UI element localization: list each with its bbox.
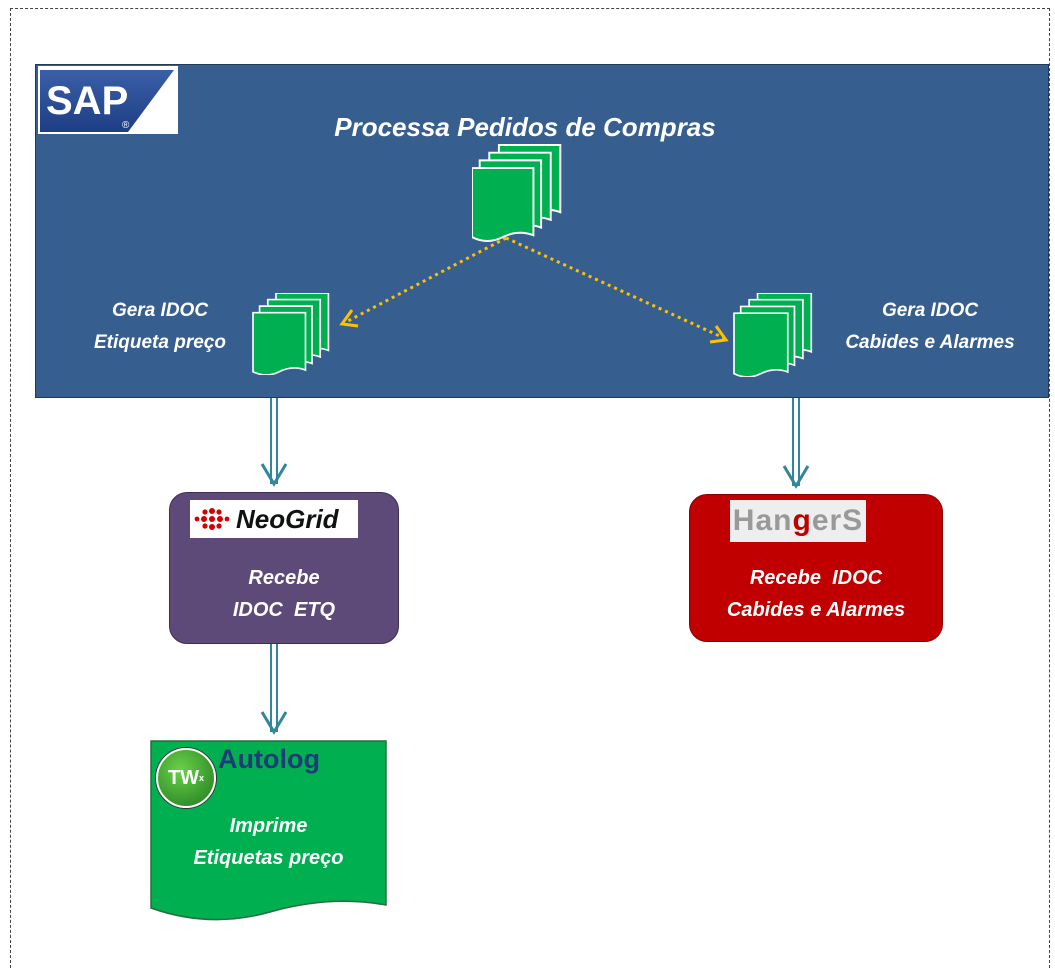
hangers-line1: Recebe IDOC	[749, 567, 883, 589]
sap-logo-text: SAP	[46, 79, 128, 123]
connector-arrow-hangers	[782, 398, 810, 489]
tw-logo-text: TW	[167, 766, 200, 789]
left-document-stack-icon	[252, 293, 330, 375]
hangers-line2: Cabides e Alarmes	[726, 599, 906, 621]
right-document-stack-icon	[733, 293, 813, 377]
sap-logo: SAP ®	[38, 66, 178, 134]
neogrid-logo-icon	[194, 508, 230, 530]
autolog-line1: Imprime	[229, 815, 308, 837]
process-title: Processa Pedidos de Compras	[334, 112, 716, 142]
autolog-text: Imprime Etiquetas preço	[151, 810, 386, 874]
right-idoc-label-line2: Cabides e Alarmes	[845, 332, 1015, 353]
hangers-text: Recebe IDOC Cabides e Alarmes	[689, 562, 943, 626]
autolog-title: Autolog	[218, 744, 320, 774]
connector-arrow-neogrid	[260, 398, 288, 487]
dotted-arrow-left	[339, 236, 507, 328]
left-idoc-label-line1: Gera IDOC	[111, 300, 209, 321]
neogrid-line1: Recebe	[248, 567, 320, 589]
svg-text:®: ®	[122, 120, 130, 131]
right-idoc-label-line1: Gera IDOC	[881, 300, 979, 321]
dotted-arrow-right	[505, 236, 729, 344]
neogrid-logo: NeoGrid	[190, 500, 358, 538]
connector-arrow-autolog	[260, 644, 288, 735]
hangers-logo-part1: Han	[732, 504, 793, 537]
autolog-line2: Etiquetas preço	[193, 847, 344, 869]
neogrid-logo-text: NeoGrid	[236, 503, 339, 534]
left-idoc-label-line2: Etiqueta preço	[94, 332, 226, 353]
top-document-stack-icon	[472, 143, 562, 243]
hangers-logo-part2: erS	[811, 504, 864, 537]
neogrid-line2: IDOC ETQ	[232, 599, 336, 621]
hangers-logo-g: g	[792, 504, 812, 537]
right-idoc-label: Gera IDOC Cabides e Alarmes	[820, 295, 1040, 359]
dashed-frame	[10, 8, 1050, 968]
left-idoc-label: Gera IDOC Etiqueta preço	[60, 295, 260, 359]
neogrid-text: Recebe IDOC ETQ	[169, 562, 399, 626]
sap-panel	[35, 64, 1049, 398]
